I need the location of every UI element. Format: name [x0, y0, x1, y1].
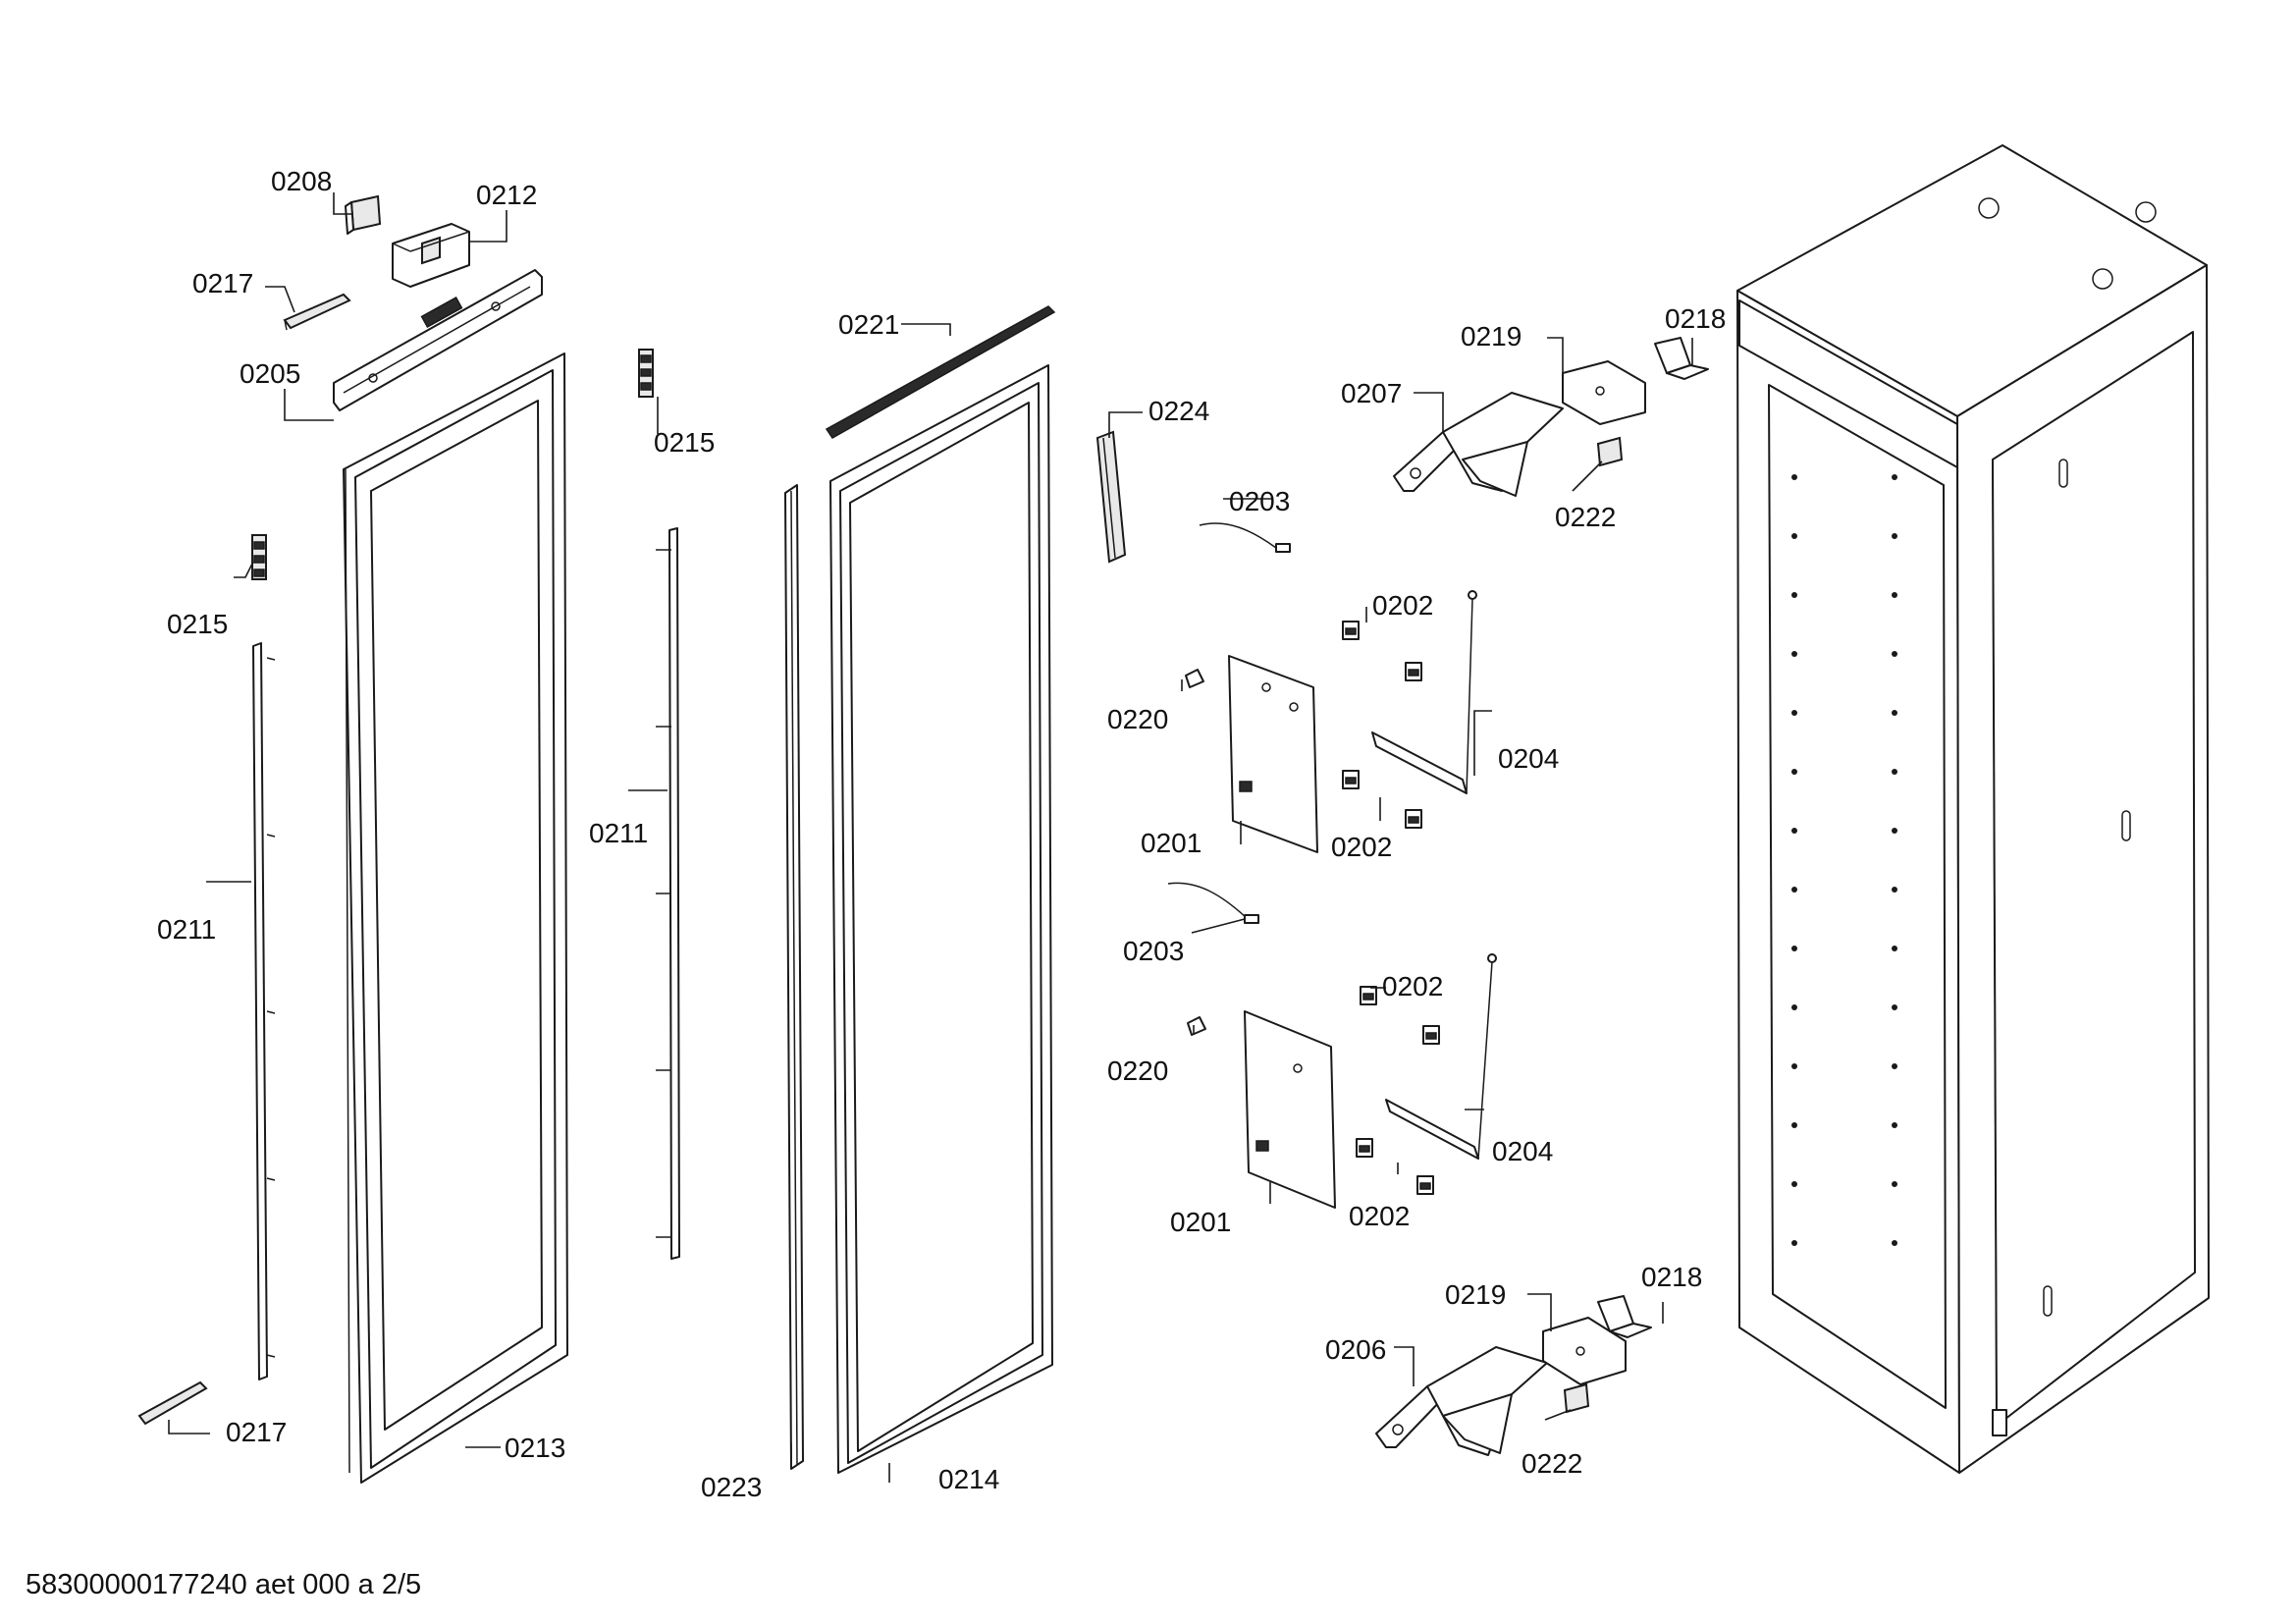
callout-0204-lower: 0204 — [1492, 1136, 1553, 1166]
callout-0208: 0208 — [271, 166, 332, 196]
callout-0212: 0212 — [476, 180, 537, 210]
callout-0207: 0207 — [1341, 378, 1402, 408]
callout-0202-upper-a: 0202 — [1372, 590, 1433, 621]
part-0222-top — [1596, 436, 1624, 467]
part-0201-upper-plate — [1228, 655, 1318, 853]
callout-0202-upper-b: 0202 — [1331, 832, 1392, 862]
part-0215-mid — [638, 349, 654, 398]
part-0222-bottom — [1563, 1382, 1590, 1414]
part-0220-lower — [1187, 1016, 1206, 1036]
part-0204-upper — [1371, 590, 1477, 794]
part-0219-bottom — [1542, 1317, 1627, 1385]
part-0215-left — [251, 534, 267, 580]
callout-0205: 0205 — [240, 358, 300, 389]
callout-0201-upper: 0201 — [1141, 828, 1201, 858]
callout-0203-upper: 0203 — [1229, 486, 1290, 516]
part-0205 — [333, 269, 543, 411]
callout-0220-lower: 0220 — [1107, 1056, 1168, 1086]
callout-0222-bottom: 0222 — [1522, 1448, 1582, 1479]
callout-0202-lower-a: 0202 — [1382, 971, 1443, 1001]
part-0218-bottom — [1597, 1295, 1652, 1338]
part-0204-lower — [1385, 953, 1497, 1160]
callout-0201-lower: 0201 — [1170, 1207, 1231, 1237]
part-0221 — [825, 305, 1056, 439]
part-0202-upper-a2 — [1405, 662, 1422, 681]
callout-labels: 0208 0212 0217 0205 0215 0211 0217 0213 … — [157, 166, 1726, 1502]
part-0207-hinge — [1393, 392, 1564, 497]
part-0211-left — [252, 642, 276, 1380]
part-0214-door — [829, 364, 1053, 1474]
callout-0221: 0221 — [838, 309, 899, 340]
part-0202-upper-a — [1342, 621, 1360, 640]
callout-0217-bottom: 0217 — [226, 1417, 287, 1447]
part-0217-top — [283, 293, 351, 331]
callout-0220-upper: 0220 — [1107, 704, 1168, 734]
part-0212 — [392, 223, 470, 288]
part-0203-upper — [1199, 522, 1291, 553]
callout-0215-left: 0215 — [167, 609, 228, 639]
part-0219-top — [1562, 360, 1646, 425]
callout-0203-lower: 0203 — [1123, 936, 1184, 966]
callout-0224: 0224 — [1148, 396, 1209, 426]
part-0206-hinge — [1375, 1346, 1548, 1456]
part-0213-door — [343, 352, 568, 1484]
part-0223 — [784, 484, 804, 1470]
callout-0206: 0206 — [1325, 1334, 1386, 1365]
callout-0218-top: 0218 — [1665, 303, 1726, 334]
part-0217-bottom — [137, 1380, 208, 1426]
part-0220-upper — [1185, 669, 1204, 688]
part-0203-lower — [1167, 882, 1259, 924]
callout-0214: 0214 — [938, 1464, 999, 1494]
callout-0202-lower-b: 0202 — [1349, 1201, 1410, 1231]
callout-0215-mid: 0215 — [654, 427, 715, 458]
leader-lines — [168, 192, 1693, 1483]
callout-0219-bottom: 0219 — [1445, 1279, 1506, 1310]
part-0202-lower-b — [1356, 1138, 1434, 1195]
callout-0222-top: 0222 — [1555, 502, 1616, 532]
callout-0223: 0223 — [701, 1472, 762, 1502]
cabinet-body — [1736, 144, 2210, 1474]
document-code: 58300000177240 aet 000 a 2/5 — [26, 1569, 422, 1600]
part-0202-lower-a — [1360, 986, 1440, 1045]
callout-0218-bottom: 0218 — [1641, 1262, 1702, 1292]
part-0211-mid — [656, 527, 680, 1260]
part-0201-lower-plate — [1244, 1010, 1336, 1209]
part-0224 — [1095, 430, 1127, 564]
callout-0219-top: 0219 — [1461, 321, 1522, 352]
callout-0211-mid: 0211 — [589, 818, 648, 848]
part-0218-top — [1654, 337, 1709, 380]
callout-0213: 0213 — [505, 1433, 565, 1463]
callout-0211-left: 0211 — [157, 914, 216, 945]
part-0208 — [345, 194, 382, 235]
part-0202-upper-b — [1342, 770, 1422, 829]
callout-0217-top: 0217 — [192, 268, 253, 298]
callout-0204-upper: 0204 — [1498, 743, 1559, 774]
